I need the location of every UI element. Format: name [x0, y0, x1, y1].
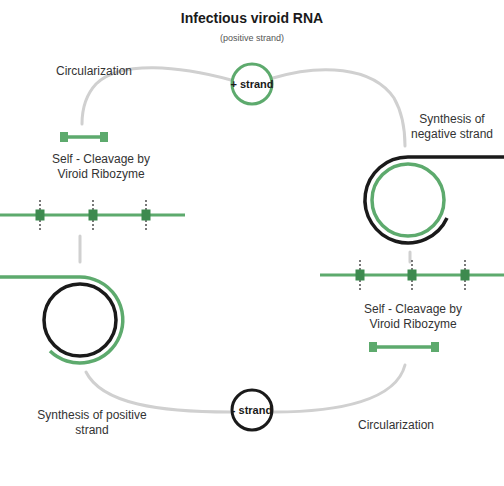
step-label: Circularization — [56, 64, 166, 79]
nascent-strand — [365, 157, 504, 243]
monomer-end — [60, 132, 68, 142]
diagram-title: Infectious viroid RNA — [152, 10, 352, 28]
ribozyme-site — [89, 210, 98, 221]
ribozyme-site — [408, 270, 417, 281]
linear-monomer — [374, 345, 434, 349]
monomer-end — [431, 342, 439, 352]
ribozyme-site — [142, 210, 151, 221]
step-label: Self - Cleavage by Viroid Ribozyme — [38, 152, 164, 182]
strand-circle: + strand — [230, 62, 274, 106]
cycle-arc — [86, 372, 230, 412]
step-label: (positive strand) — [192, 33, 312, 44]
monomer-end — [100, 132, 108, 142]
cycle-arc — [409, 252, 412, 262]
cycle-arc — [273, 70, 405, 146]
step-label: Self - Cleavage by Viroid Ribozyme — [350, 302, 476, 332]
ribozyme-site — [36, 210, 45, 221]
strand-label: - strand — [232, 404, 272, 416]
step-label: Synthesis of positive strand — [32, 408, 152, 438]
cycle-arc — [274, 365, 405, 412]
ribozyme-site — [356, 270, 365, 281]
ribozyme-site — [461, 270, 470, 281]
strand-label: + strand — [230, 78, 273, 90]
template-circle — [372, 164, 444, 236]
nascent-strand — [0, 277, 123, 363]
strand-circle: - strand — [230, 388, 274, 432]
template-circle — [44, 284, 116, 356]
step-label: Synthesis of negative strand — [400, 112, 504, 142]
step-label: Circularization — [358, 418, 468, 433]
linear-monomer — [64, 135, 104, 139]
circle-shape — [232, 390, 272, 430]
cycle-arc — [79, 236, 82, 262]
monomer-end — [369, 342, 377, 352]
